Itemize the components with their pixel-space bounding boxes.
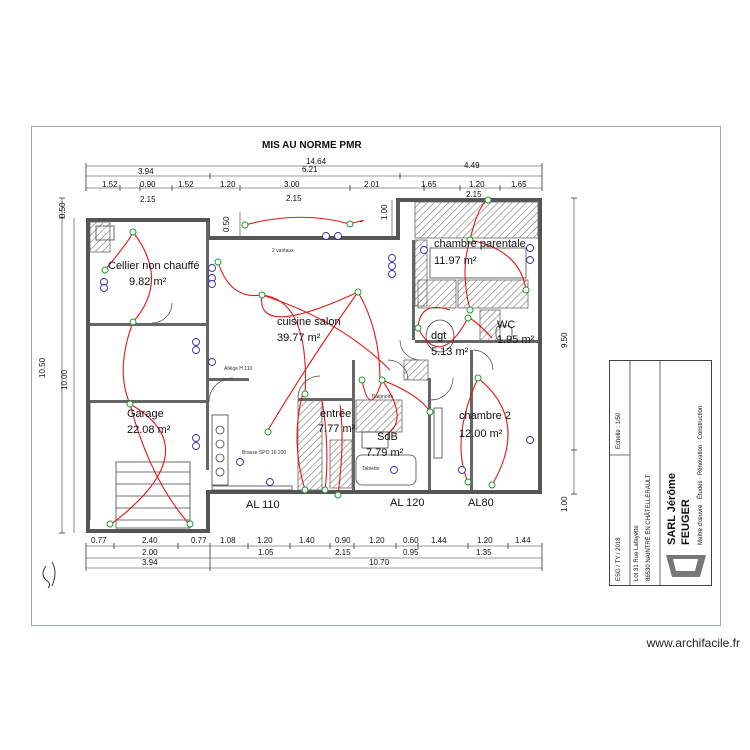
room-name-chambre-2: chambre 2 bbox=[459, 410, 511, 422]
room-name-cellier: Cellier non chauffé bbox=[108, 260, 200, 272]
dim-bottom-c5: 1.35 bbox=[476, 548, 492, 557]
dim-bottom-b4: 1.08 bbox=[220, 536, 236, 545]
room-name-cuisine: cuisine salon bbox=[277, 316, 341, 328]
title-block-ref: ESG / TY / 2018 bbox=[616, 537, 622, 581]
dim-side-r1: 9.50 bbox=[560, 332, 569, 348]
dim-bottom-d2: 10.70 bbox=[369, 558, 390, 567]
room-area-sdb: 7.79 m² bbox=[366, 447, 404, 459]
fixtures bbox=[89, 225, 527, 529]
room-name-dgt: dgt bbox=[431, 330, 447, 342]
room-name-sdb: SdB bbox=[377, 431, 398, 443]
room-area-chambre-2: 12.00 m² bbox=[459, 428, 503, 440]
socket-points bbox=[100, 232, 534, 486]
dim-bottom-b2: 2.40 bbox=[142, 536, 158, 545]
opening-label-al110: AL 110 bbox=[246, 499, 280, 511]
title-block-frame bbox=[610, 361, 706, 585]
page-title: MIS AU NORME PMR bbox=[262, 140, 362, 151]
note-allege: Allège H 110 bbox=[224, 366, 253, 372]
title-block-scale: Echelle : 1/50 bbox=[616, 412, 622, 449]
room-area-dgt: 5.13 m² bbox=[431, 346, 469, 358]
opening-label-al80: AL80 bbox=[468, 497, 494, 509]
dim-bottom-b10: 1.44 bbox=[431, 536, 447, 545]
dim-side-l2: 10.50 bbox=[38, 357, 47, 378]
dim-bottom-d1: 3.94 bbox=[142, 558, 158, 567]
dim-side-l1: 0.50 bbox=[58, 202, 67, 218]
door-swings bbox=[151, 302, 494, 403]
title-block-brand-2: FEUGER bbox=[680, 499, 692, 545]
room-area-chambre-parentale: 11.97 m² bbox=[434, 255, 477, 267]
interior-walls bbox=[90, 222, 538, 490]
dim-bottom-b11: 1.20 bbox=[477, 536, 493, 545]
room-name-garage: Garage bbox=[127, 408, 164, 420]
room-area-cellier: 9.82 m² bbox=[129, 276, 167, 288]
dim-top-r2: 0.90 bbox=[140, 180, 156, 189]
watermark: www.archifacile.fr bbox=[646, 636, 740, 650]
opening-label-vantaux: 2 vantaux bbox=[272, 248, 294, 254]
dim-top-r4: 1.20 bbox=[220, 180, 236, 189]
dim-bottom-c4: 0.95 bbox=[403, 548, 419, 557]
dim-bottom-b8: 1.20 bbox=[369, 536, 385, 545]
room-name-wc: WC bbox=[497, 319, 516, 331]
dim-top-r3: 1.52 bbox=[178, 180, 194, 189]
opening-label-al120: AL 120 bbox=[390, 497, 425, 509]
note-baignoire: Baignoire bbox=[372, 394, 394, 400]
dim-top-r6: 2.01 bbox=[364, 180, 380, 189]
room-area-garage: 22.08 m² bbox=[127, 424, 171, 436]
title-block-address-2: 86530 NAINTRÉ EN CHÂTELLERAULT bbox=[646, 474, 652, 581]
dim-side-i2: 1.00 bbox=[380, 204, 389, 220]
plan-sheet bbox=[31, 126, 721, 626]
electrical-wires bbox=[104, 199, 527, 526]
dim-top-c: 4.49 bbox=[464, 161, 480, 170]
dim-bottom-c3: 2.15 bbox=[335, 548, 351, 557]
dim-top-r8: 1.20 bbox=[469, 180, 485, 189]
dim-bottom-b5: 1.20 bbox=[257, 536, 273, 545]
dim-bottom-b3: 0.77 bbox=[191, 536, 207, 545]
dim-top-r9: 1.65 bbox=[511, 180, 527, 189]
room-area-cuisine: 39.77 m² bbox=[277, 332, 321, 344]
title-block-tagline: Maître d'œuvre · Études · Rénovation · C… bbox=[698, 405, 704, 545]
room-area-wc: 1.95 m² bbox=[497, 334, 535, 346]
room-area-entree: 7.77 m² bbox=[318, 423, 356, 435]
light-points bbox=[101, 196, 530, 528]
dim-side-l3: 10.00 bbox=[60, 369, 69, 390]
company-logo bbox=[666, 555, 706, 577]
dim-bottom-b1: 0.77 bbox=[91, 536, 107, 545]
dim-top-r5: 3.00 bbox=[284, 180, 300, 189]
dim-bottom-c1: 2.00 bbox=[142, 548, 158, 557]
dim-side-i1: 0.50 bbox=[222, 216, 231, 232]
dim-bottom-b9: 0.60 bbox=[403, 536, 419, 545]
dim-top-total: 14.64 bbox=[306, 157, 327, 166]
dim-top-s2: 2.15 bbox=[286, 194, 302, 203]
title-block-address-1: Lot 31 Rue Lafayette bbox=[634, 525, 640, 581]
title-block-brand-1: SARL Jérôme bbox=[666, 473, 678, 545]
dim-top-s1: 2.15 bbox=[140, 195, 156, 204]
dim-bottom-b12: 1.44 bbox=[515, 536, 531, 545]
dim-bottom-b6: 1.40 bbox=[299, 536, 315, 545]
dim-bottom-b7: 0.90 bbox=[335, 536, 351, 545]
title-block: Echelle : 1/50 ESG / TY / 2018 Lot 31 Ru… bbox=[609, 360, 712, 586]
dim-top-s3: 2.15 bbox=[466, 190, 482, 199]
dim-top-a: 3.94 bbox=[138, 167, 154, 176]
note-tablette: Tablette bbox=[362, 466, 380, 472]
handwritten-mark bbox=[42, 561, 56, 589]
dim-side-r2: 1.00 bbox=[560, 496, 569, 512]
note-brasse: Brasse SPO 16 200 bbox=[242, 450, 287, 456]
dim-top-b: 6.21 bbox=[302, 165, 318, 174]
dim-bottom-c2: 1.05 bbox=[258, 548, 274, 557]
room-name-entree: entrée bbox=[320, 408, 352, 420]
dim-top-r1: 1.52 bbox=[102, 180, 118, 189]
dimension-lines bbox=[59, 163, 577, 571]
dim-top-r7: 1.65 bbox=[421, 180, 437, 189]
room-name-chambre-parentale: chambre parentale bbox=[434, 238, 526, 250]
